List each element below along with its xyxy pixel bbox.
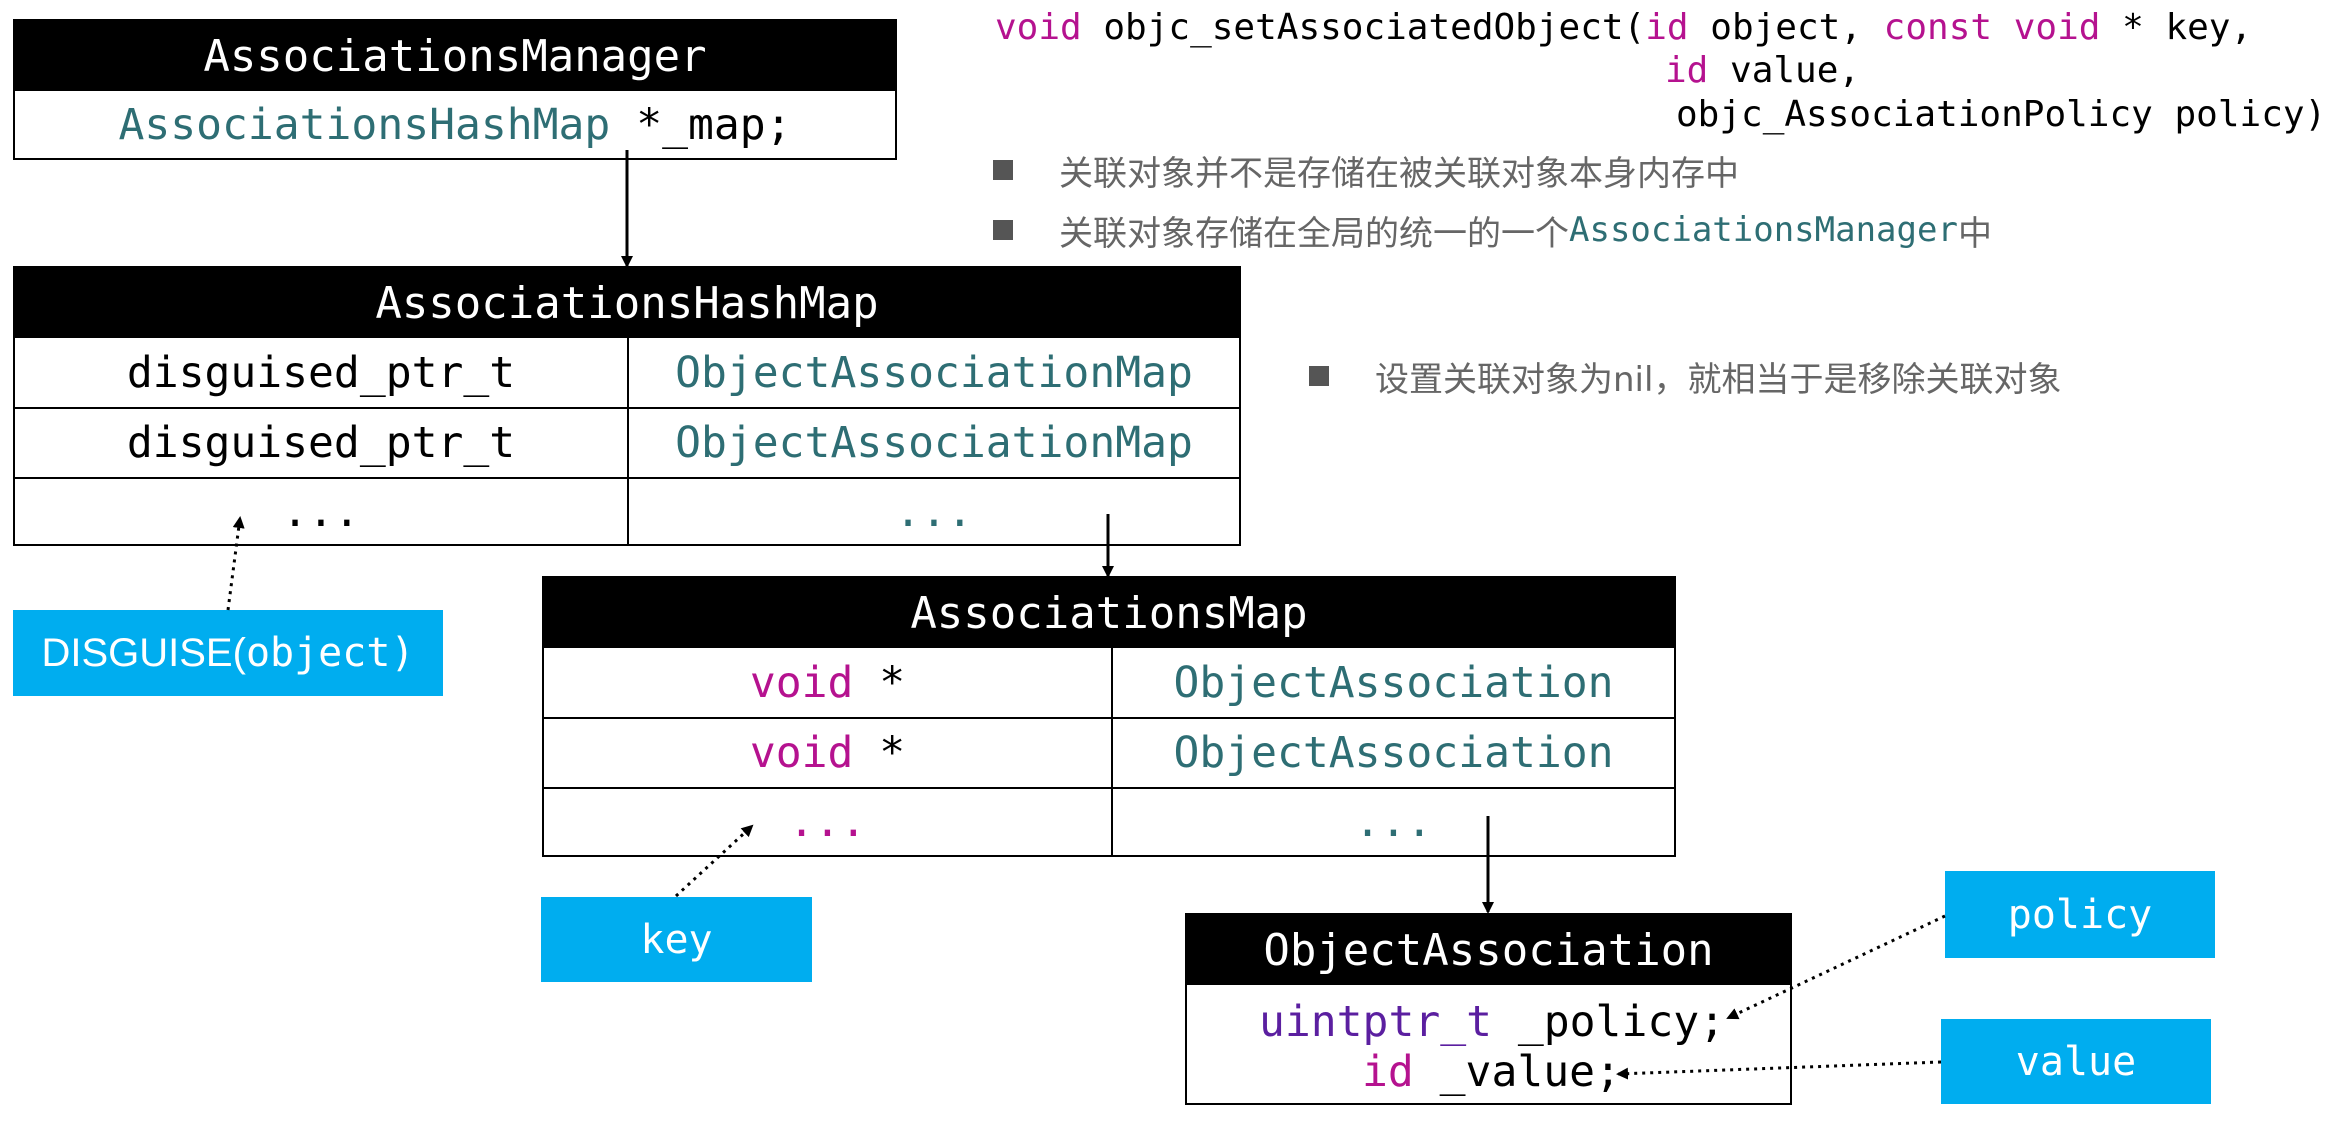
associations-hashmap-title: AssociationsHashMap: [15, 268, 1239, 338]
tag-text: DISGUISE(: [41, 630, 246, 675]
associations-manager-field: AssociationsHashMap *_map;: [15, 91, 895, 158]
key-type: void: [749, 728, 854, 778]
code-text: objc_AssociationPolicy policy): [1676, 94, 2327, 135]
bullet-icon: [993, 160, 1013, 180]
object-association-policy-field: uintptr_t _policy;: [1259, 997, 1725, 1047]
code-line-2: id value,: [1665, 53, 1860, 89]
associations-hashmap-table: AssociationsHashMap disguised_ptr_t Obje…: [13, 266, 1241, 546]
assocmap-value-cell: ...: [1111, 789, 1674, 855]
hashmap-key-cell: ...: [282, 486, 360, 537]
key-pointer: *: [853, 657, 906, 708]
code-keyword: id: [1645, 7, 1689, 48]
code-function: objc_setAssociatedObject(: [1081, 7, 1646, 48]
field-type: AssociationsHashMap: [118, 99, 611, 150]
value-tag: value: [1941, 1019, 2211, 1104]
table-row: ... ...: [544, 787, 1674, 855]
key-type: void: [749, 657, 854, 708]
associations-map-title: AssociationsMap: [544, 578, 1674, 648]
associations-manager-field-row: AssociationsHashMap *_map;: [15, 91, 895, 158]
tag-text-mono: object: [245, 630, 391, 676]
field-name: *_map;: [610, 99, 792, 150]
dotted-arrow-key: [674, 824, 754, 898]
note-3: 设置关联对象为nil，就相当于是移除关联对象: [1309, 356, 2061, 400]
table-row: void * ObjectAssociation: [544, 717, 1674, 787]
table-row: void * ObjectAssociation: [544, 648, 1674, 717]
object-association-title: ObjectAssociation: [1187, 915, 1790, 985]
hashmap-value-cell: ...: [627, 479, 1239, 544]
field-type: id: [1362, 1047, 1414, 1097]
dotted-arrow-value: [1616, 1060, 1942, 1080]
policy-tag: policy: [1945, 871, 2215, 958]
key-tag: key: [541, 897, 812, 982]
assocmap-value-cell: ObjectAssociation: [1111, 648, 1674, 717]
code-line-1: void objc_setAssociatedObject(id object,…: [995, 10, 2252, 46]
field-name: _policy;: [1492, 997, 1725, 1047]
code-keyword: id: [1665, 50, 1709, 91]
disguise-object-tag: DISGUISE(object): [13, 610, 443, 696]
code-keyword: const void: [1883, 7, 2101, 48]
code-line-3: objc_AssociationPolicy policy): [1676, 97, 2326, 133]
hashmap-value-cell: ObjectAssociationMap: [627, 338, 1239, 407]
code-keyword: void: [995, 7, 1082, 48]
code-text: * key,: [2100, 7, 2253, 48]
tag-text: ): [390, 630, 415, 676]
dotted-arrow-disguise: [226, 516, 245, 611]
note-1: 关联对象并不是存储在被关联对象本身内存中: [993, 150, 1739, 194]
note-text: 关联对象存储在全局的统一的一个: [1059, 213, 1569, 254]
note-text: 设置关联对象为nil，就相当于是移除关联对象: [1375, 359, 2062, 400]
assocmap-key-cell: void *: [544, 648, 1111, 717]
object-association-box: ObjectAssociation uintptr_t _policy; id …: [1185, 913, 1792, 1105]
associations-map-table: AssociationsMap void * ObjectAssociation…: [542, 576, 1676, 857]
table-row: ... ...: [15, 477, 1239, 544]
code-text: object,: [1688, 7, 1884, 48]
hashmap-value-cell: ObjectAssociationMap: [627, 409, 1239, 477]
assocmap-key-cell: ...: [544, 789, 1111, 855]
key-pointer: *: [853, 728, 906, 778]
table-row: disguised_ptr_t ObjectAssociationMap: [15, 407, 1239, 477]
associations-manager-box: AssociationsManager AssociationsHashMap …: [13, 19, 897, 160]
dotted-arrow-policy: [1726, 914, 1946, 1020]
note-text: 中: [1957, 213, 1992, 254]
associations-manager-title: AssociationsManager: [15, 21, 895, 91]
note-text: 关联对象并不是存储在被关联对象本身内存中: [1059, 153, 1739, 194]
note-code: AssociationsManager: [1569, 210, 1958, 250]
key-type: ...: [788, 797, 867, 847]
hashmap-key-cell: disguised_ptr_t: [126, 418, 516, 468]
code-text: value,: [1708, 50, 1861, 91]
hashmap-key-cell: disguised_ptr_t: [126, 347, 516, 398]
assocmap-key-cell: void *: [544, 719, 1111, 787]
object-association-value-field: id _value;: [1362, 1047, 1621, 1097]
assocmap-value-cell: ObjectAssociation: [1111, 719, 1674, 787]
bullet-icon: [1309, 366, 1329, 386]
field-type: uintptr_t: [1259, 997, 1492, 1047]
bullet-icon: [993, 220, 1013, 240]
field-name: _value;: [1413, 1047, 1621, 1097]
table-row: disguised_ptr_t ObjectAssociationMap: [15, 338, 1239, 407]
